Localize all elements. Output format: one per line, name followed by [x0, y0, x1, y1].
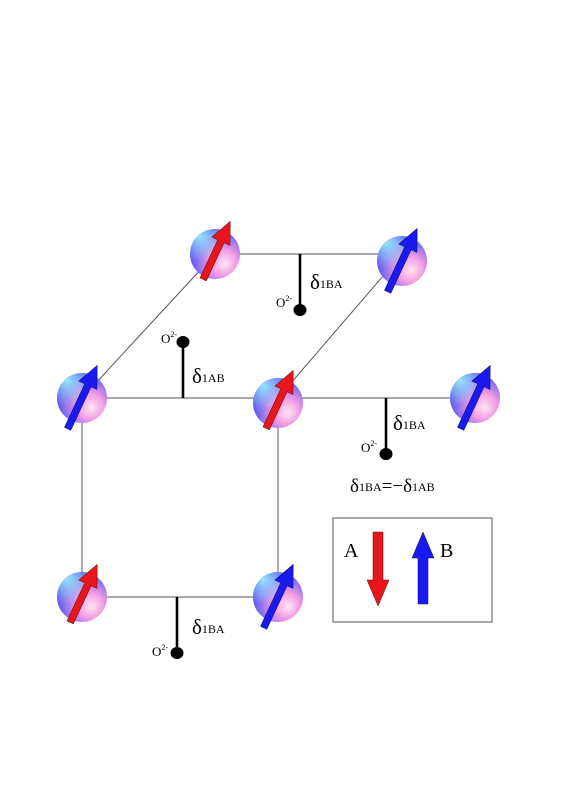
arrow-down-icon — [199, 220, 231, 282]
oxygen-ion-icon — [176, 336, 190, 348]
legend-box: A B — [332, 517, 493, 623]
oxygen-bottom: O2- δ1BA — [152, 597, 225, 659]
oxygen-ion-icon — [379, 448, 393, 460]
edge-upper-left-diagonal — [81, 253, 216, 399]
atom-bottom-right — [253, 563, 303, 630]
atom-mid-left — [57, 364, 107, 431]
atoms — [57, 220, 500, 630]
delta-label-middle-right: δ1BA — [393, 411, 426, 435]
oxygen-top: O2- δ1BA — [276, 254, 343, 316]
arrow-up-icon — [411, 531, 435, 605]
edge-upper-right-diagonal — [277, 253, 403, 399]
atom-mid-right — [450, 364, 500, 431]
oxygen-ion-icon — [293, 304, 307, 316]
arrow-up-icon — [64, 364, 98, 431]
delta-label-middle-left: δ1AB — [192, 364, 225, 388]
atom-top-left — [190, 220, 240, 282]
legend-label-b: B — [440, 540, 453, 562]
oxygen-label: O2- — [276, 294, 292, 310]
oxygen-label: O2- — [152, 643, 168, 659]
arrow-down-icon — [262, 369, 294, 431]
arrow-up-icon — [260, 563, 294, 630]
oxygen-label: O2- — [361, 439, 377, 455]
atom-top-right — [377, 227, 427, 294]
arrow-down-icon — [66, 563, 98, 625]
oxygen-ligands: O2- δ1BA O2- δ1AB O2- δ1BA O2- δ1BA — [152, 254, 426, 659]
lattice-edges — [81, 253, 475, 598]
arrow-up-icon — [457, 364, 491, 431]
delta-label-bottom: δ1BA — [192, 615, 225, 639]
equation-label: δ1BA=−δ1AB — [350, 476, 435, 497]
atom-mid-center — [253, 369, 303, 431]
oxygen-ion-icon — [170, 647, 184, 659]
atom-bottom-left — [57, 563, 107, 625]
oxygen-label: O2- — [161, 330, 177, 346]
legend-label-a: A — [344, 540, 359, 562]
arrow-up-icon — [384, 227, 418, 294]
arrow-down-icon — [366, 531, 390, 607]
oxygen-middle-right: O2- δ1BA — [361, 398, 426, 460]
oxygen-middle-left: O2- δ1AB — [161, 330, 225, 398]
delta-label-top: δ1BA — [310, 270, 343, 294]
